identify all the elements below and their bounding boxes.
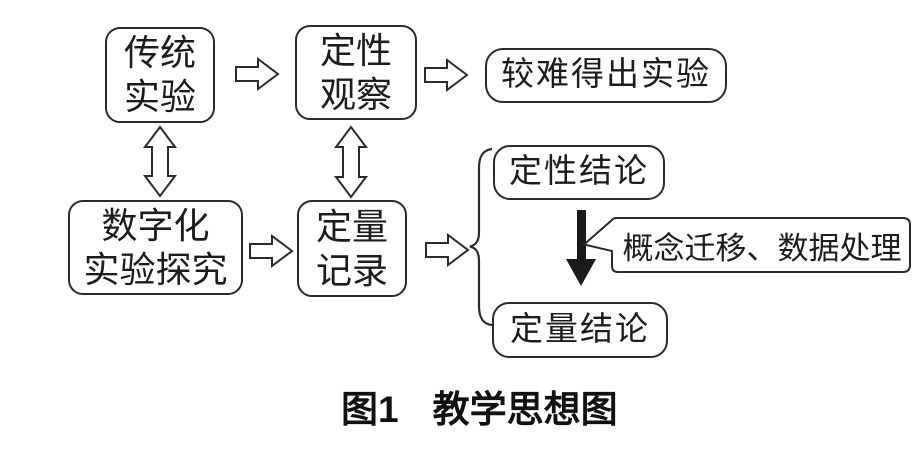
figure-caption-title: 教学思想图 [432, 389, 618, 430]
brace-icon-conclusions [469, 147, 493, 327]
node-quantitative-record: 定量 记录 [297, 200, 407, 297]
node-traditional-experiment: 传统 实验 [105, 27, 215, 123]
node-digital-line1: 数字化 [101, 205, 210, 246]
node-traditional-line2: 实验 [123, 77, 196, 117]
solid-down-arrow-icon [566, 210, 596, 286]
flow-arrow-icon-traditional-to-observe [235, 57, 280, 91]
node-quant-record-line2: 记录 [315, 250, 388, 291]
node-qual-observe-line2: 观察 [319, 74, 392, 115]
node-qualitative-conclusion: 定性结论 [493, 145, 665, 200]
callout-bubble-shape [581, 217, 911, 273]
figure-caption-number: 图1 [341, 389, 399, 430]
flow-arrow-icon-digital-to-record [249, 234, 294, 268]
node-hard-to-derive-result: 较难得出实验 [485, 48, 727, 103]
node-traditional-line1: 传统 [123, 33, 196, 73]
node-quantitative-conclusion: 定量结论 [492, 302, 668, 358]
callout-process-label: 概念迁移、数据处理 [622, 230, 902, 266]
node-digital-experiment-inquiry: 数字化 实验探究 [68, 200, 243, 295]
double-arrow-icon-traditional-digital [143, 125, 177, 198]
node-qualitative-observation: 定性 观察 [295, 25, 417, 120]
node-quant-record-line1: 定量 [315, 206, 388, 247]
flow-arrow-icon-observe-to-hard-result [424, 58, 469, 92]
figure-caption: 图1 教学思想图 [341, 379, 618, 433]
node-hard-result-text: 较难得出实验 [501, 57, 711, 93]
node-digital-line2: 实验探究 [83, 249, 228, 290]
double-arrow-icon-observe-record [334, 125, 368, 199]
node-qual-observe-line1: 定性 [319, 30, 392, 71]
node-quant-conclusion-text: 定量结论 [510, 311, 650, 348]
node-qual-conclusion-text: 定性结论 [509, 154, 649, 190]
flow-arrow-icon-record-to-conclusions [425, 233, 470, 267]
